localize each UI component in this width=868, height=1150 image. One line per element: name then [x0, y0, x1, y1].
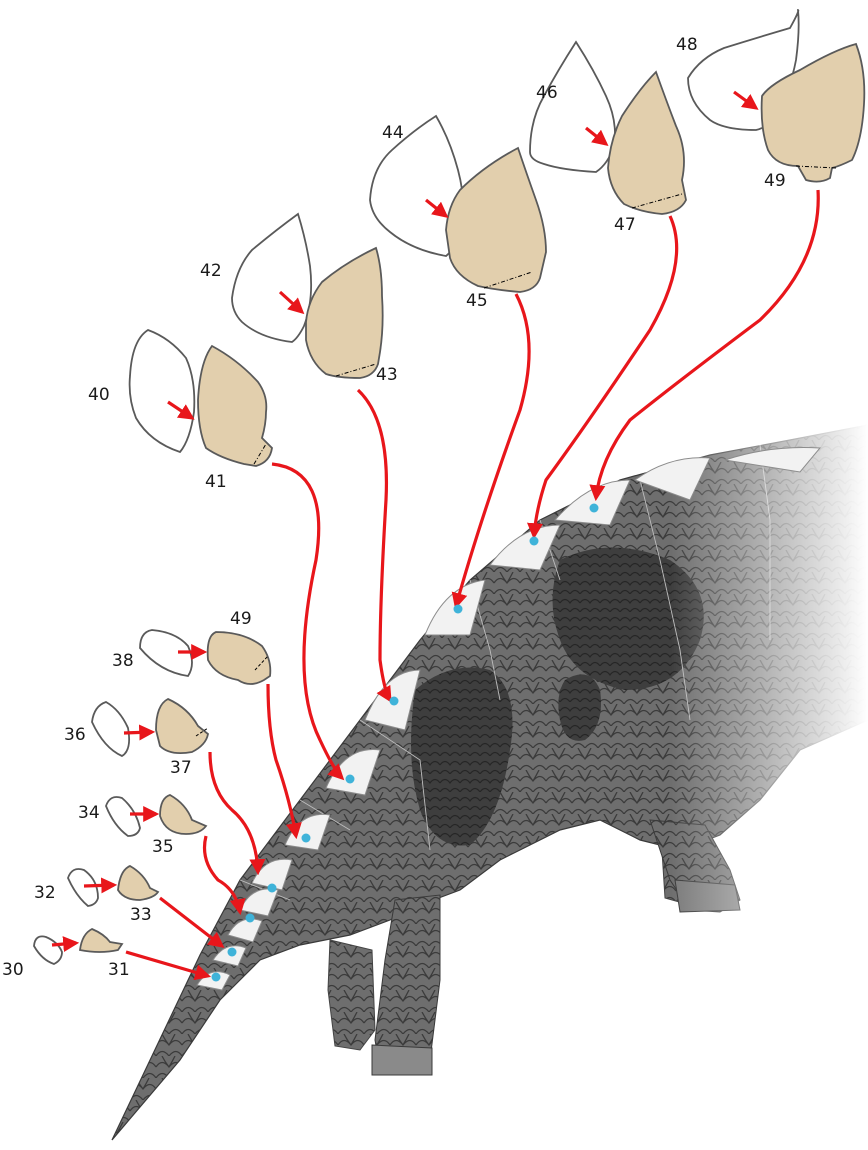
- plate-30-outline: [34, 936, 62, 964]
- label-35: 35: [152, 837, 174, 857]
- label-48: 48: [676, 35, 698, 55]
- plate-35: [160, 795, 206, 834]
- plate-31: [80, 929, 122, 952]
- label-46: 46: [536, 83, 558, 103]
- label-42: 42: [200, 261, 222, 281]
- label-36: 36: [64, 725, 86, 745]
- label-34: 34: [78, 803, 100, 823]
- plate-32-outline: [68, 869, 98, 906]
- stegosaurus-body: [112, 420, 868, 1140]
- label-47: 47: [614, 215, 636, 235]
- plate-42-outline: [232, 214, 311, 342]
- label-37: 37: [170, 758, 192, 778]
- plate-43: [306, 248, 383, 378]
- front-leg-far: [328, 940, 375, 1050]
- plate-37: [156, 699, 208, 753]
- label-33: 33: [130, 905, 152, 925]
- plate-36-outline: [92, 702, 129, 756]
- label-49-small: 49: [230, 609, 252, 629]
- large-plate-pairs: [130, 10, 865, 466]
- plate-33: [118, 866, 158, 900]
- plate-47: [608, 72, 686, 214]
- plate-40-outline: [130, 330, 195, 452]
- label-31: 31: [108, 960, 130, 980]
- plate-45: [446, 148, 546, 292]
- plate-49-small: [208, 632, 271, 684]
- plate-46-outline: [530, 42, 615, 172]
- plate-41: [198, 346, 272, 466]
- front-foot: [372, 1045, 432, 1075]
- label-45: 45: [466, 291, 488, 311]
- label-38: 38: [112, 651, 134, 671]
- label-44: 44: [382, 123, 404, 143]
- label-40: 40: [88, 385, 110, 405]
- label-32: 32: [34, 883, 56, 903]
- label-43: 43: [376, 365, 398, 385]
- plate-34-outline: [106, 797, 140, 836]
- label-41: 41: [205, 472, 227, 492]
- label-30: 30: [2, 960, 24, 980]
- label-49: 49: [764, 171, 786, 191]
